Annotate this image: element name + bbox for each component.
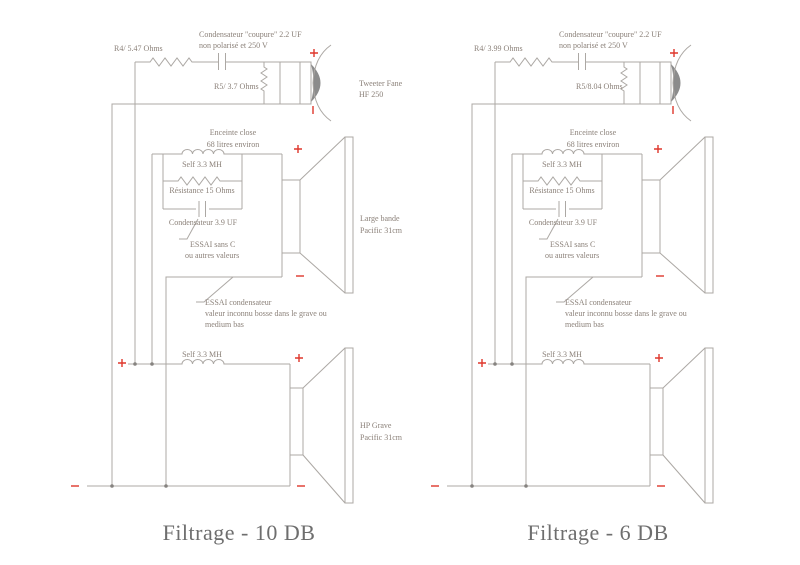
r4-label: R4/ 3.99 Ohms — [474, 44, 523, 53]
diagram-title-left: Filtrage - 10 DB — [163, 520, 316, 545]
mid-speaker-name-line1: Large bande — [360, 214, 400, 223]
woofer-inductor-label: Self 3.3 MH — [542, 350, 582, 359]
mid-capacitor-label: Condensateur 3.9 UF — [169, 218, 238, 227]
mid-inductor-label: Self 3.3 MH — [182, 160, 222, 169]
essai-cond-line2: valeur inconnu bosse dans le grave ou — [205, 309, 327, 318]
r4-label: R4/ 5.47 Ohms — [114, 44, 163, 53]
mid-capacitor-label: Condensateur 3.9 UF — [529, 218, 598, 227]
r5-label: R5/ 3.7 Ohms — [214, 82, 259, 91]
essai-cond-line2: valeur inconnu bosse dans le grave ou — [565, 309, 687, 318]
enclosure-label-line1: Enceinte close — [570, 128, 617, 137]
essai-sans-c-line1: ESSAI sans C — [190, 240, 235, 249]
coupling-cap-label-line2: non polarisé et 250 V — [559, 41, 628, 50]
woofer-inductor-label: Self 3.3 MH — [182, 350, 222, 359]
woofer-name-line2: Pacific 31cm — [360, 433, 403, 442]
diagram-title-right: Filtrage - 6 DB — [527, 520, 668, 545]
essai-sans-c-line2: ou autres valeurs — [545, 251, 599, 260]
essai-cond-line1: ESSAI condensateur — [565, 298, 632, 307]
essai-sans-c-line1: ESSAI sans C — [550, 240, 595, 249]
tweeter-name-line1: Tweeter Fane — [359, 79, 403, 88]
woofer-name-line1: HP Grave — [360, 421, 392, 430]
mid-resistor-label: Résistance 15 Ohms — [169, 186, 234, 195]
mid-speaker-name-line2: Pacific 31cm — [360, 226, 403, 235]
r5-label: R5/8.04 Ohms — [576, 82, 623, 91]
circuit-left-filtrage-10db — [70, 44, 354, 504]
tweeter-name-line2: HF 250 — [359, 90, 383, 99]
coupling-cap-label-line2: non polarisé et 250 V — [199, 41, 268, 50]
enclosure-label-line1: Enceinte close — [210, 128, 257, 137]
essai-sans-c-line2: ou autres valeurs — [185, 251, 239, 260]
circuit-right-filtrage-6db — [430, 44, 714, 504]
mid-inductor-label: Self 3.3 MH — [542, 160, 582, 169]
coupling-cap-label-line1: Condensateur "coupure" 2.2 UF — [199, 30, 302, 39]
coupling-cap-label-line1: Condensateur "coupure" 2.2 UF — [559, 30, 662, 39]
labels-left: R4/ 5.47 Ohms Condensateur "coupure" 2.2… — [114, 30, 403, 545]
essai-cond-line1: ESSAI condensateur — [205, 298, 272, 307]
enclosure-label-line2: 68 litres environ — [207, 140, 259, 149]
mid-resistor-label: Résistance 15 Ohms — [529, 186, 594, 195]
enclosure-label-line2: 68 litres environ — [567, 140, 619, 149]
essai-cond-line3: medium bas — [565, 320, 604, 329]
labels-right: R4/ 3.99 Ohms Condensateur "coupure" 2.2… — [474, 30, 687, 545]
essai-cond-line3: medium bas — [205, 320, 244, 329]
